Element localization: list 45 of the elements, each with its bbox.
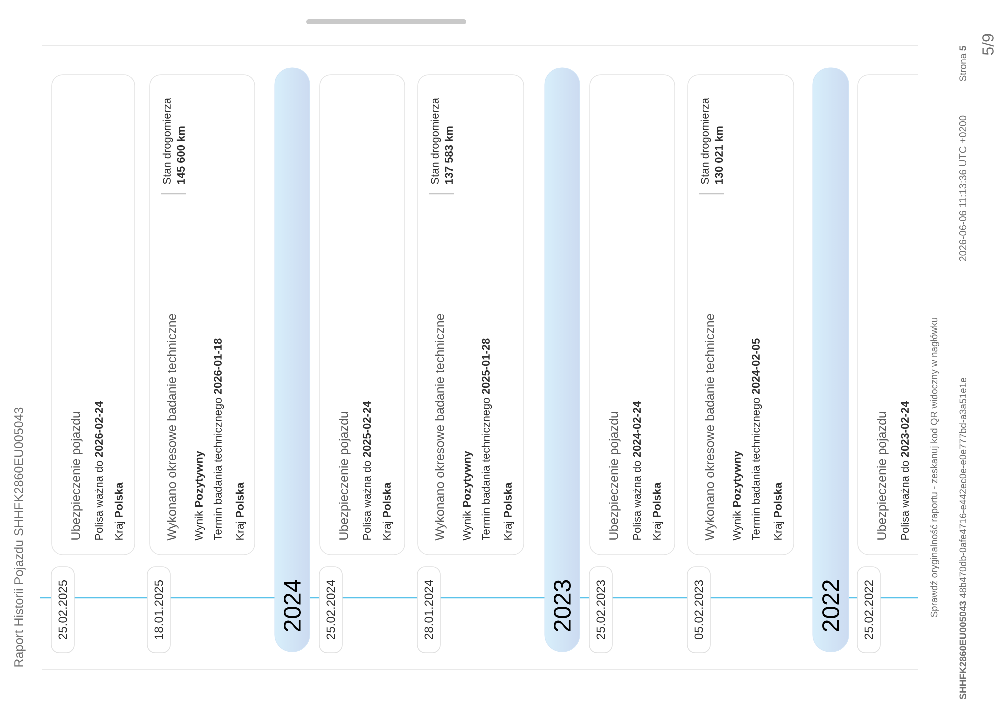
card-heading: Ubezpieczenie pojazdu (339, 412, 351, 540)
card-heading: Ubezpieczenie pojazdu (609, 412, 621, 540)
detail-text: Kraj Polska (652, 482, 664, 540)
odometer-label: Stan drogomierza (430, 98, 442, 184)
card-heading: Wykonano okresowe badanie techniczne (705, 314, 717, 541)
card-heading: Wykonano okresowe badanie techniczne (167, 314, 179, 541)
report-id: SHHFK2860EU005043 48b470db-0afe4716-e442ec0e-e0e777bd-a3a51e1e (960, 378, 966, 700)
odometer-value: 145 600 km (176, 126, 186, 184)
card-heading: Wykonano okresowe badanie techniczne (435, 314, 447, 541)
detail-text: Termin badania technicznego 2024-02-05 (752, 338, 762, 541)
date-pill: 18.01.2025 (147, 566, 171, 654)
date-pill: 05.02.2023 (687, 566, 711, 654)
year-label: 2022 (822, 580, 840, 632)
odometer-value: 137 583 km (444, 126, 454, 184)
card-heading: Ubezpieczenie pojazdu (877, 412, 889, 540)
timestamp: 2026-06-06 11:13:36 UTC +0200 (959, 116, 967, 262)
date-pill: 25.02.2022 (857, 566, 881, 654)
detail-text: Wynik Pozytywny (732, 451, 744, 541)
detail-text: Kraj Polska (114, 482, 126, 540)
date-pill: 28.01.2024 (417, 566, 441, 654)
detail-text: Wynik Pozytywny (462, 451, 474, 541)
date-pill: 25.02.2024 (319, 566, 343, 654)
detail-text: Polisa ważna do 2026-02-24 (94, 401, 104, 540)
odometer-value: 130 021 km (714, 126, 724, 184)
date-pill: 25.02.2023 (589, 566, 613, 654)
odometer-label: Stan drogomierza (162, 98, 174, 184)
detail-text: Kraj Polska (236, 482, 246, 540)
detail-text: Wynik Pozytywny (194, 451, 206, 541)
detail-text: Polisa ważna do 2023-02-24 (900, 401, 910, 540)
detail-text: Kraj Polska (382, 482, 394, 540)
page-counter: 5/9 (982, 34, 994, 56)
footer-note: Sprawdź oryginalność raportu - zeskanuj kod QR widoczny w nagłówku (930, 318, 940, 618)
page-number: Strona 5 (960, 46, 966, 82)
year-label: 2023 (554, 580, 571, 632)
year-label: 2024 (284, 580, 301, 632)
odometer-label: Stan drogomierza (700, 98, 712, 184)
detail-text: Termin badania technicznego 2025-01-28 (482, 338, 492, 541)
page-title: Raport Historii Pojazdu SHHFK2860EU005043 (14, 408, 26, 667)
detail-text: Termin badania technicznego 2026-01-18 (214, 338, 224, 541)
card-heading: Ubezpieczenie pojazdu (71, 412, 83, 540)
detail-text: Polisa ważna do 2025-02-24 (362, 401, 372, 540)
detail-text: Kraj Polska (504, 482, 514, 540)
date-pill: 25.02.2025 (51, 566, 75, 654)
detail-text: Kraj Polska (774, 482, 784, 540)
detail-text: Polisa ważna do 2024-02-24 (632, 401, 642, 540)
